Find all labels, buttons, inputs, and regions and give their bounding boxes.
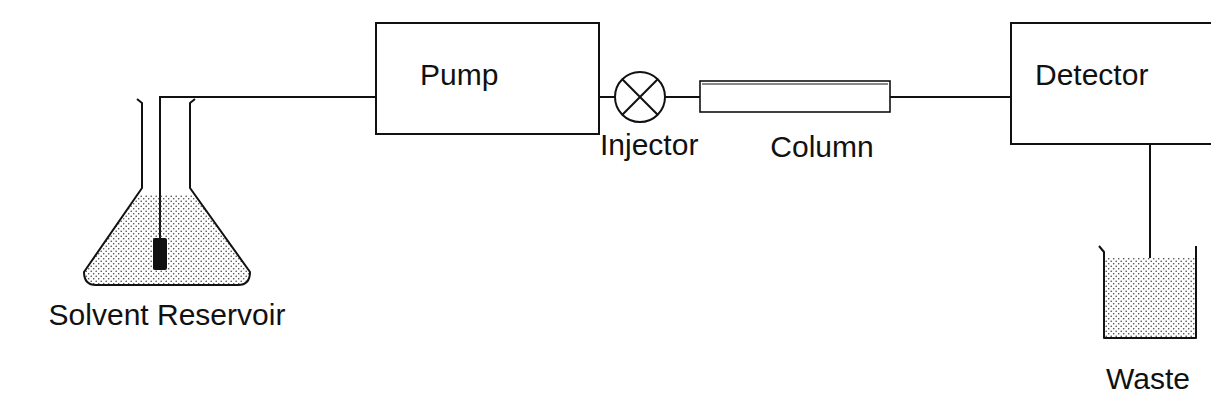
injector-valve: Injector <box>600 68 700 168</box>
inlet-filter <box>153 238 167 270</box>
flow-line <box>1149 143 1151 258</box>
column-body <box>700 81 890 112</box>
flow-line <box>598 96 615 98</box>
box-outline <box>1011 23 1211 144</box>
component-label: Waste <box>1106 362 1190 395</box>
pump-box: Pump <box>375 22 600 135</box>
column-tube: Column <box>695 78 895 168</box>
component-label: Detector <box>1035 58 1148 91</box>
flow-line <box>665 96 700 98</box>
waste-beaker: Waste <box>1090 240 1208 405</box>
solvent-flask: Solvent Reservoir <box>20 88 320 340</box>
column-edge <box>702 84 888 85</box>
flow-line <box>890 96 1012 98</box>
flask-outline <box>84 99 250 285</box>
detector-box: Detector <box>1010 22 1211 145</box>
injector-cross <box>622 79 657 114</box>
component-label: Pump <box>420 58 498 91</box>
component-label: Solvent Reservoir <box>49 298 286 331</box>
component-label: Column <box>770 130 873 163</box>
injector-circle <box>615 72 665 122</box>
component-label: Injector <box>600 128 698 161</box>
box-outline <box>376 23 599 134</box>
solvent-liquid <box>84 195 250 285</box>
beaker-outline <box>1099 246 1196 338</box>
waste-liquid <box>1105 258 1195 337</box>
